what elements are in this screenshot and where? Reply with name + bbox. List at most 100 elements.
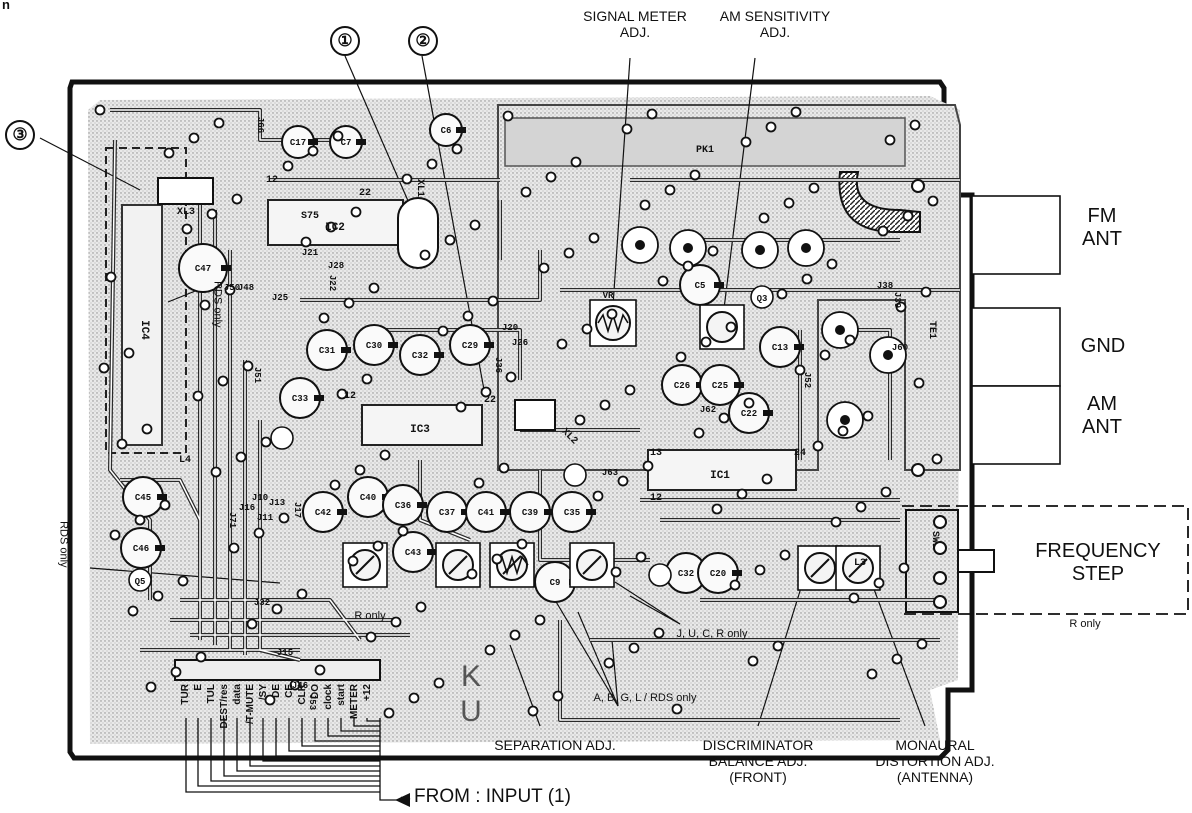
pad-83 — [545, 171, 557, 183]
capacitor-polarity-1 — [308, 139, 318, 145]
terminal-pad-1 — [933, 515, 947, 529]
marker-3: ③ — [5, 120, 35, 150]
pad-84 — [682, 260, 694, 272]
pad-142 — [228, 542, 240, 554]
pad-78 — [700, 336, 712, 348]
vr-label: VR — [603, 291, 614, 301]
capacitor-polarity-6 — [388, 342, 398, 348]
input-arrowhead — [395, 793, 410, 807]
pad-15 — [469, 219, 481, 231]
capacitor-label-10: C45 — [135, 493, 151, 503]
pad-58 — [480, 386, 492, 398]
pad-73 — [855, 501, 867, 513]
pad-91 — [801, 273, 813, 285]
coil-core-7 — [883, 350, 893, 360]
pad-137 — [383, 707, 395, 719]
pad-62 — [188, 132, 200, 144]
pad-13 — [195, 651, 207, 663]
capacitor-polarity-9 — [314, 395, 324, 401]
pad-60 — [754, 564, 766, 576]
pad-128 — [830, 516, 842, 528]
pk1-frame — [504, 117, 906, 167]
pad-69 — [307, 145, 319, 157]
board-mark: K U — [460, 660, 490, 728]
vr-pot — [595, 305, 631, 341]
from-input-label: ←FROM : INPUT (1) — [395, 786, 571, 807]
jumper-label-13: J52 — [802, 372, 812, 388]
capacitor-label-17: C39 — [522, 508, 538, 518]
pad-49 — [927, 195, 939, 207]
capacitor-label-19: C43 — [405, 548, 421, 558]
pad-85 — [819, 349, 831, 361]
capacitor-label-25: C5 — [695, 281, 706, 291]
pad-119 — [437, 325, 449, 337]
pad-28 — [570, 156, 582, 168]
solder-pads — [94, 104, 943, 719]
rds-only-side-label: RDS only — [57, 521, 70, 568]
pin-number-3: 12 — [344, 391, 356, 402]
trace-gap-19 — [419, 460, 471, 541]
pad-115 — [729, 579, 741, 591]
capacitor-polarity-5 — [341, 347, 351, 353]
fm-ant-label: FM ANT — [1082, 205, 1122, 250]
pad-39 — [397, 525, 409, 537]
pad-155 — [329, 479, 341, 491]
capacitor-label-6: C30 — [366, 341, 382, 351]
pad-89 — [527, 705, 539, 717]
jumper-label-19: J53 — [307, 694, 317, 710]
capacitor-polarity-23 — [763, 410, 773, 416]
pad-127 — [693, 427, 705, 439]
crystal-xl3 — [157, 177, 214, 205]
fm-ant-box — [971, 195, 1061, 275]
pin-number-5: 24 — [794, 448, 806, 459]
terminal-pad-4 — [933, 595, 947, 609]
jumper-label-14: J63 — [602, 468, 618, 478]
jumper-label-16: J39 — [892, 292, 902, 308]
pad-133 — [675, 351, 687, 363]
pad-24 — [862, 410, 874, 422]
pad-100 — [354, 464, 366, 476]
trimpot-slot-5 — [810, 558, 830, 578]
pad-70 — [444, 234, 456, 246]
discriminator-label: DISCRIMINATOR BALANCE ADJ. (FRONT) — [702, 737, 814, 786]
pad-61 — [891, 653, 903, 665]
pad-34 — [552, 690, 564, 702]
trimpot-slot-2 — [448, 555, 468, 575]
jumper-label-15: J38 — [877, 281, 893, 291]
capacitor-label-9: C33 — [292, 394, 308, 404]
pad-27 — [433, 677, 445, 689]
pad-32 — [278, 512, 290, 524]
pad-145 — [639, 199, 651, 211]
pad-0 — [94, 104, 106, 116]
pad-46 — [516, 538, 528, 550]
pad-82 — [408, 692, 420, 704]
pad-108 — [610, 566, 622, 578]
l3-label: L3 — [854, 558, 866, 569]
pad-63 — [325, 221, 337, 233]
pad-50 — [224, 284, 236, 296]
pad-92 — [98, 362, 110, 374]
pad-57 — [343, 297, 355, 309]
pin-plus12: +12 — [362, 684, 373, 701]
pad-18 — [880, 486, 892, 498]
pad-125 — [419, 249, 431, 261]
capacitor-polarity-14 — [417, 502, 427, 508]
jumper-label-1: J66 — [255, 117, 265, 133]
q5-label: Q5 — [135, 577, 146, 587]
pad-99 — [217, 375, 229, 387]
gnd-box — [971, 307, 1061, 387]
signal-meter-label: SIGNAL METER ADJ. — [583, 8, 687, 41]
pad-86 — [116, 438, 128, 450]
pad-118 — [300, 236, 312, 248]
sw1-lever — [957, 549, 995, 573]
pin-e: E — [193, 684, 204, 691]
pad-10 — [624, 384, 636, 396]
pad-111 — [181, 223, 193, 235]
jumper-label-23: J16 — [239, 503, 255, 513]
pad-114 — [592, 490, 604, 502]
capacitor-polarity-25 — [714, 282, 724, 288]
pad-144 — [502, 110, 514, 122]
pad-79 — [837, 425, 849, 437]
jumper-label-9: J20 — [502, 323, 518, 333]
capacitor-polarity-27 — [732, 570, 742, 576]
